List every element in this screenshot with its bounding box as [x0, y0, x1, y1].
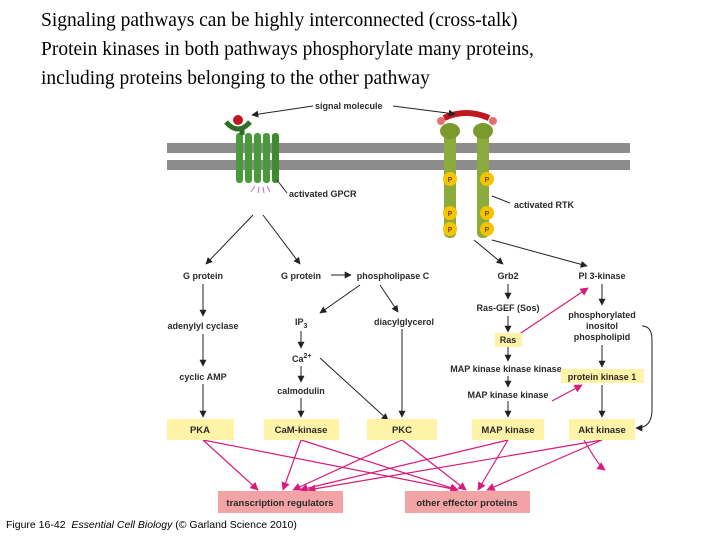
map-kinase-box: [472, 419, 544, 440]
pi3-kinase-label: PI 3-kinase: [578, 271, 625, 281]
membrane-inner-layer: [167, 160, 630, 170]
phospho-label: P: [485, 227, 490, 234]
grb2-label: Grb2: [497, 271, 518, 281]
activated-gpcr-label: activated GPCR: [289, 189, 357, 199]
ip3-label: IP3: [295, 317, 308, 330]
phospho-inositol-label: phospholipid: [574, 332, 631, 342]
calcium-label: Ca2+: [292, 353, 312, 364]
other-effector-proteins-box: [405, 491, 530, 513]
ras-label: Ras: [500, 335, 517, 345]
protein-kinase-1-label: protein kinase 1: [568, 372, 637, 382]
caption-figure: Figure 16-42: [6, 519, 66, 531]
gpcr-receptor: [224, 115, 279, 194]
calmodulin-label: calmodulin: [277, 386, 325, 396]
transcription-regulators-box: [218, 491, 343, 513]
caption-book: Essential Cell Biology: [71, 519, 173, 531]
g-protein-label: G protein: [281, 271, 321, 281]
ras-box: [495, 333, 522, 347]
diacylglycerol-label: diacylglycerol: [374, 317, 434, 327]
title-line-2: Protein kinases in both pathways phospho…: [41, 39, 534, 60]
caption-credit: (© Garland Science 2010): [175, 519, 297, 531]
phospho-inositol-label: phosphorylated: [568, 310, 636, 320]
mapkk-label: MAP kinase kinase: [468, 390, 549, 400]
g-protein-label: G protein: [183, 271, 223, 281]
mapkkk-label: MAP kinase kinase kinase: [450, 364, 561, 374]
title-line-1: Signaling pathways can be highly interco…: [41, 10, 518, 31]
adenylyl-cyclase-label: adenylyl cyclase: [167, 321, 238, 331]
camkinase-label: CaM-kinase: [275, 425, 328, 436]
activated-rtk-label: activated RTK: [514, 200, 575, 210]
pkc-label: PKC: [392, 425, 412, 436]
protein-kinase-1-box: [561, 369, 644, 383]
phospho-label: P: [448, 227, 453, 234]
signal-molecule-label: signal molecule: [315, 101, 383, 111]
phospholipase-c-label: phospholipase C: [357, 271, 430, 281]
phospho-label: P: [448, 177, 453, 184]
rtk-signal-molecule: [442, 110, 491, 121]
membrane-outer-layer: [167, 143, 630, 153]
other-effector-proteins-label: other effector proteins: [416, 498, 517, 509]
pkc-box: [367, 419, 437, 440]
pka-box: [167, 419, 234, 440]
akt-kinase-box: [569, 419, 635, 440]
gpcr-signal-molecule: [233, 115, 243, 125]
camkinase-box: [264, 419, 339, 440]
title-line-3: including proteins belonging to the othe…: [41, 68, 430, 89]
phospho-label: P: [485, 177, 490, 184]
akt-kinase-label: Akt kinase: [578, 425, 626, 436]
phosphate-group: [443, 172, 494, 236]
ras-gef-label: Ras-GEF (Sos): [476, 303, 539, 313]
map-kinase-label: MAP kinase: [481, 425, 534, 436]
phospho-label: P: [448, 211, 453, 218]
transcription-regulators-label: transcription regulators: [226, 498, 333, 509]
phospho-inositol-label: inositol: [586, 321, 618, 331]
phospho-label: P: [485, 211, 490, 218]
pka-label: PKA: [190, 425, 210, 436]
cyclic-amp-label: cyclic AMP: [179, 372, 226, 382]
figure-caption: Figure 16-42 Essential Cell Biology (© G…: [6, 519, 297, 531]
